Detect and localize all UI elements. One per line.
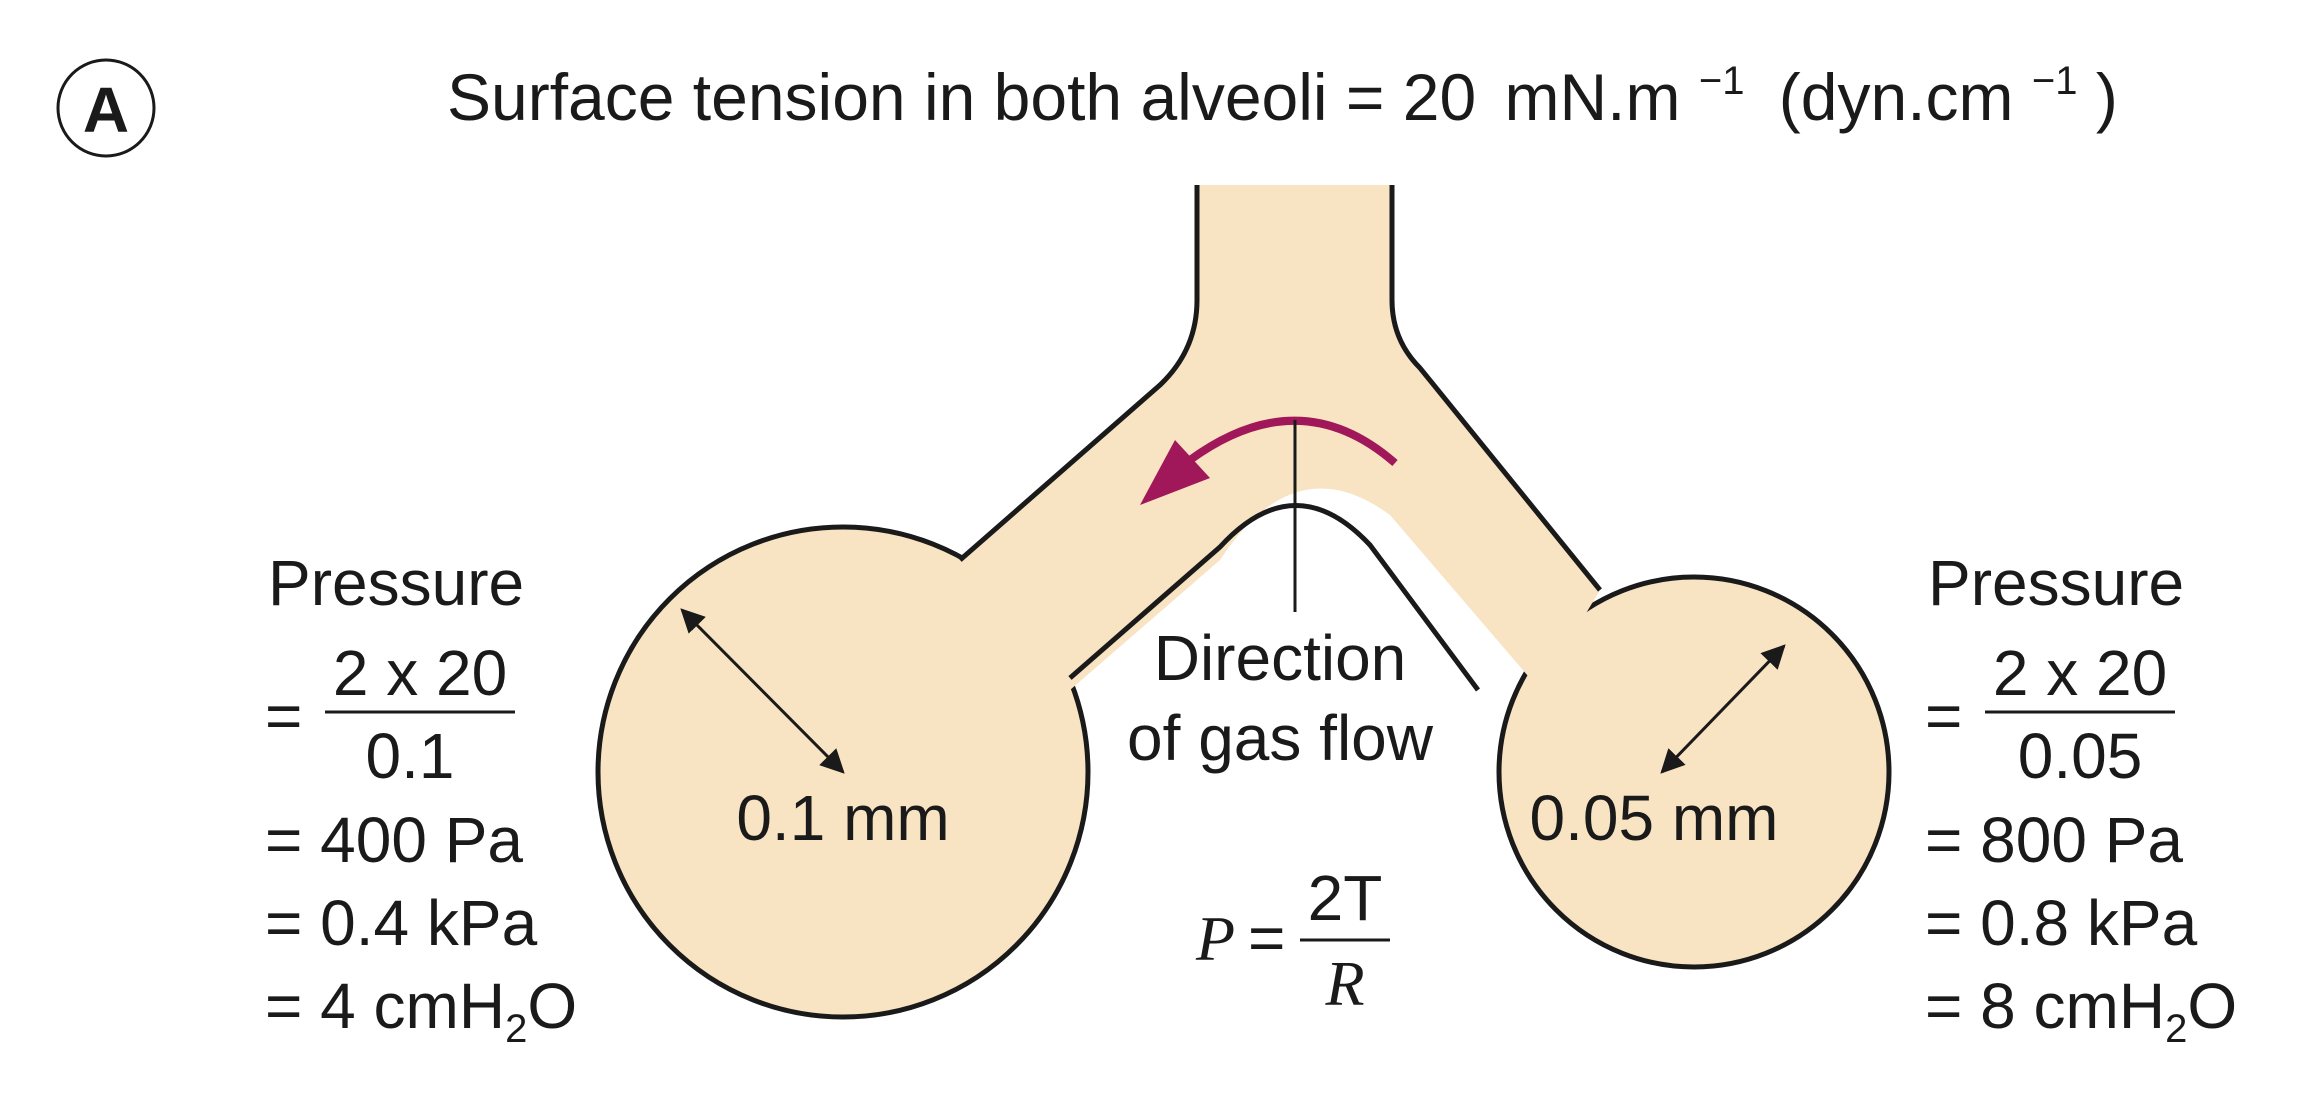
right-radius-label: 0.05 mm [1530, 782, 1779, 854]
airway-outline-left [958, 185, 1200, 562]
right-denominator: 0.05 [2018, 720, 2143, 792]
title-unit2: (dyn.cm [1779, 60, 2014, 134]
right-numerator: 2 x 20 [1993, 637, 2167, 709]
title-unit1: mN.m [1505, 60, 1681, 134]
left-cmh2o-sub: 2 [505, 1007, 527, 1051]
right-pressure-pa: = 800 Pa [1925, 804, 2183, 876]
formula-lhs: P [1195, 903, 1235, 974]
left-numerator: 2 x 20 [333, 637, 507, 709]
left-pressure-kpa: = 0.4 kPa [265, 887, 538, 959]
right-eq-sign: = [1925, 680, 1962, 752]
left-pressure-block: Pressure = 2 x 20 0.1 = 400 Pa = 0.4 kPa… [265, 547, 577, 1051]
left-eq-sign: = [265, 680, 302, 752]
right-pressure-kpa: = 0.8 kPa [1925, 887, 2198, 959]
airway-structure [595, 185, 1892, 1020]
flow-label-line2: of gas flow [1127, 702, 1434, 774]
title-close: ) [2096, 60, 2118, 134]
left-radius-arrow [680, 608, 845, 774]
right-cmh2o-suffix: O [2187, 970, 2237, 1042]
right-cmh2o-sub: 2 [2165, 1007, 2187, 1051]
right-radius-arrow [1660, 644, 1786, 774]
airway-fill [960, 185, 1600, 690]
right-pressure-cmh2o: = 8 cmH2O [1925, 970, 2237, 1051]
panel-label-text: A [83, 74, 129, 146]
formula-eq: = [1248, 902, 1285, 974]
laplace-formula: P = 2T R [1195, 862, 1390, 1019]
title-exp2: −1 [2032, 59, 2078, 103]
airway-outline-right [1389, 185, 1602, 592]
right-cmh2o-prefix: = 8 cmH [1925, 970, 2165, 1042]
left-cmh2o-prefix: = 4 cmH [265, 970, 505, 1042]
formula-numerator-text: 2T [1308, 862, 1383, 934]
left-pressure-cmh2o: = 4 cmH2O [265, 970, 577, 1051]
flow-label-line1: Direction [1154, 622, 1407, 694]
left-radius-label: 0.1 mm [736, 782, 949, 854]
left-pressure-pa: = 400 Pa [265, 804, 523, 876]
formula-numerator: 2T [1308, 862, 1383, 934]
right-pressure-block: Pressure = 2 x 20 0.05 = 800 Pa = 0.8 kP… [1925, 547, 2237, 1051]
left-cmh2o-suffix: O [527, 970, 577, 1042]
right-pressure-heading: Pressure [1928, 547, 2184, 619]
formula-denominator: R [1324, 948, 1364, 1019]
title-main: Surface tension in both alveoli = 20 [447, 60, 1476, 134]
panel-label-circle [56, 58, 156, 158]
panel-label: A [56, 58, 156, 158]
left-denominator: 0.1 [366, 720, 455, 792]
title-exp1: −1 [1699, 59, 1745, 103]
diagram-title: Surface tension in both alveoli = 20 mN.… [447, 34, 2118, 134]
left-pressure-heading: Pressure [268, 547, 524, 619]
flow-arrow-head [1140, 440, 1210, 505]
